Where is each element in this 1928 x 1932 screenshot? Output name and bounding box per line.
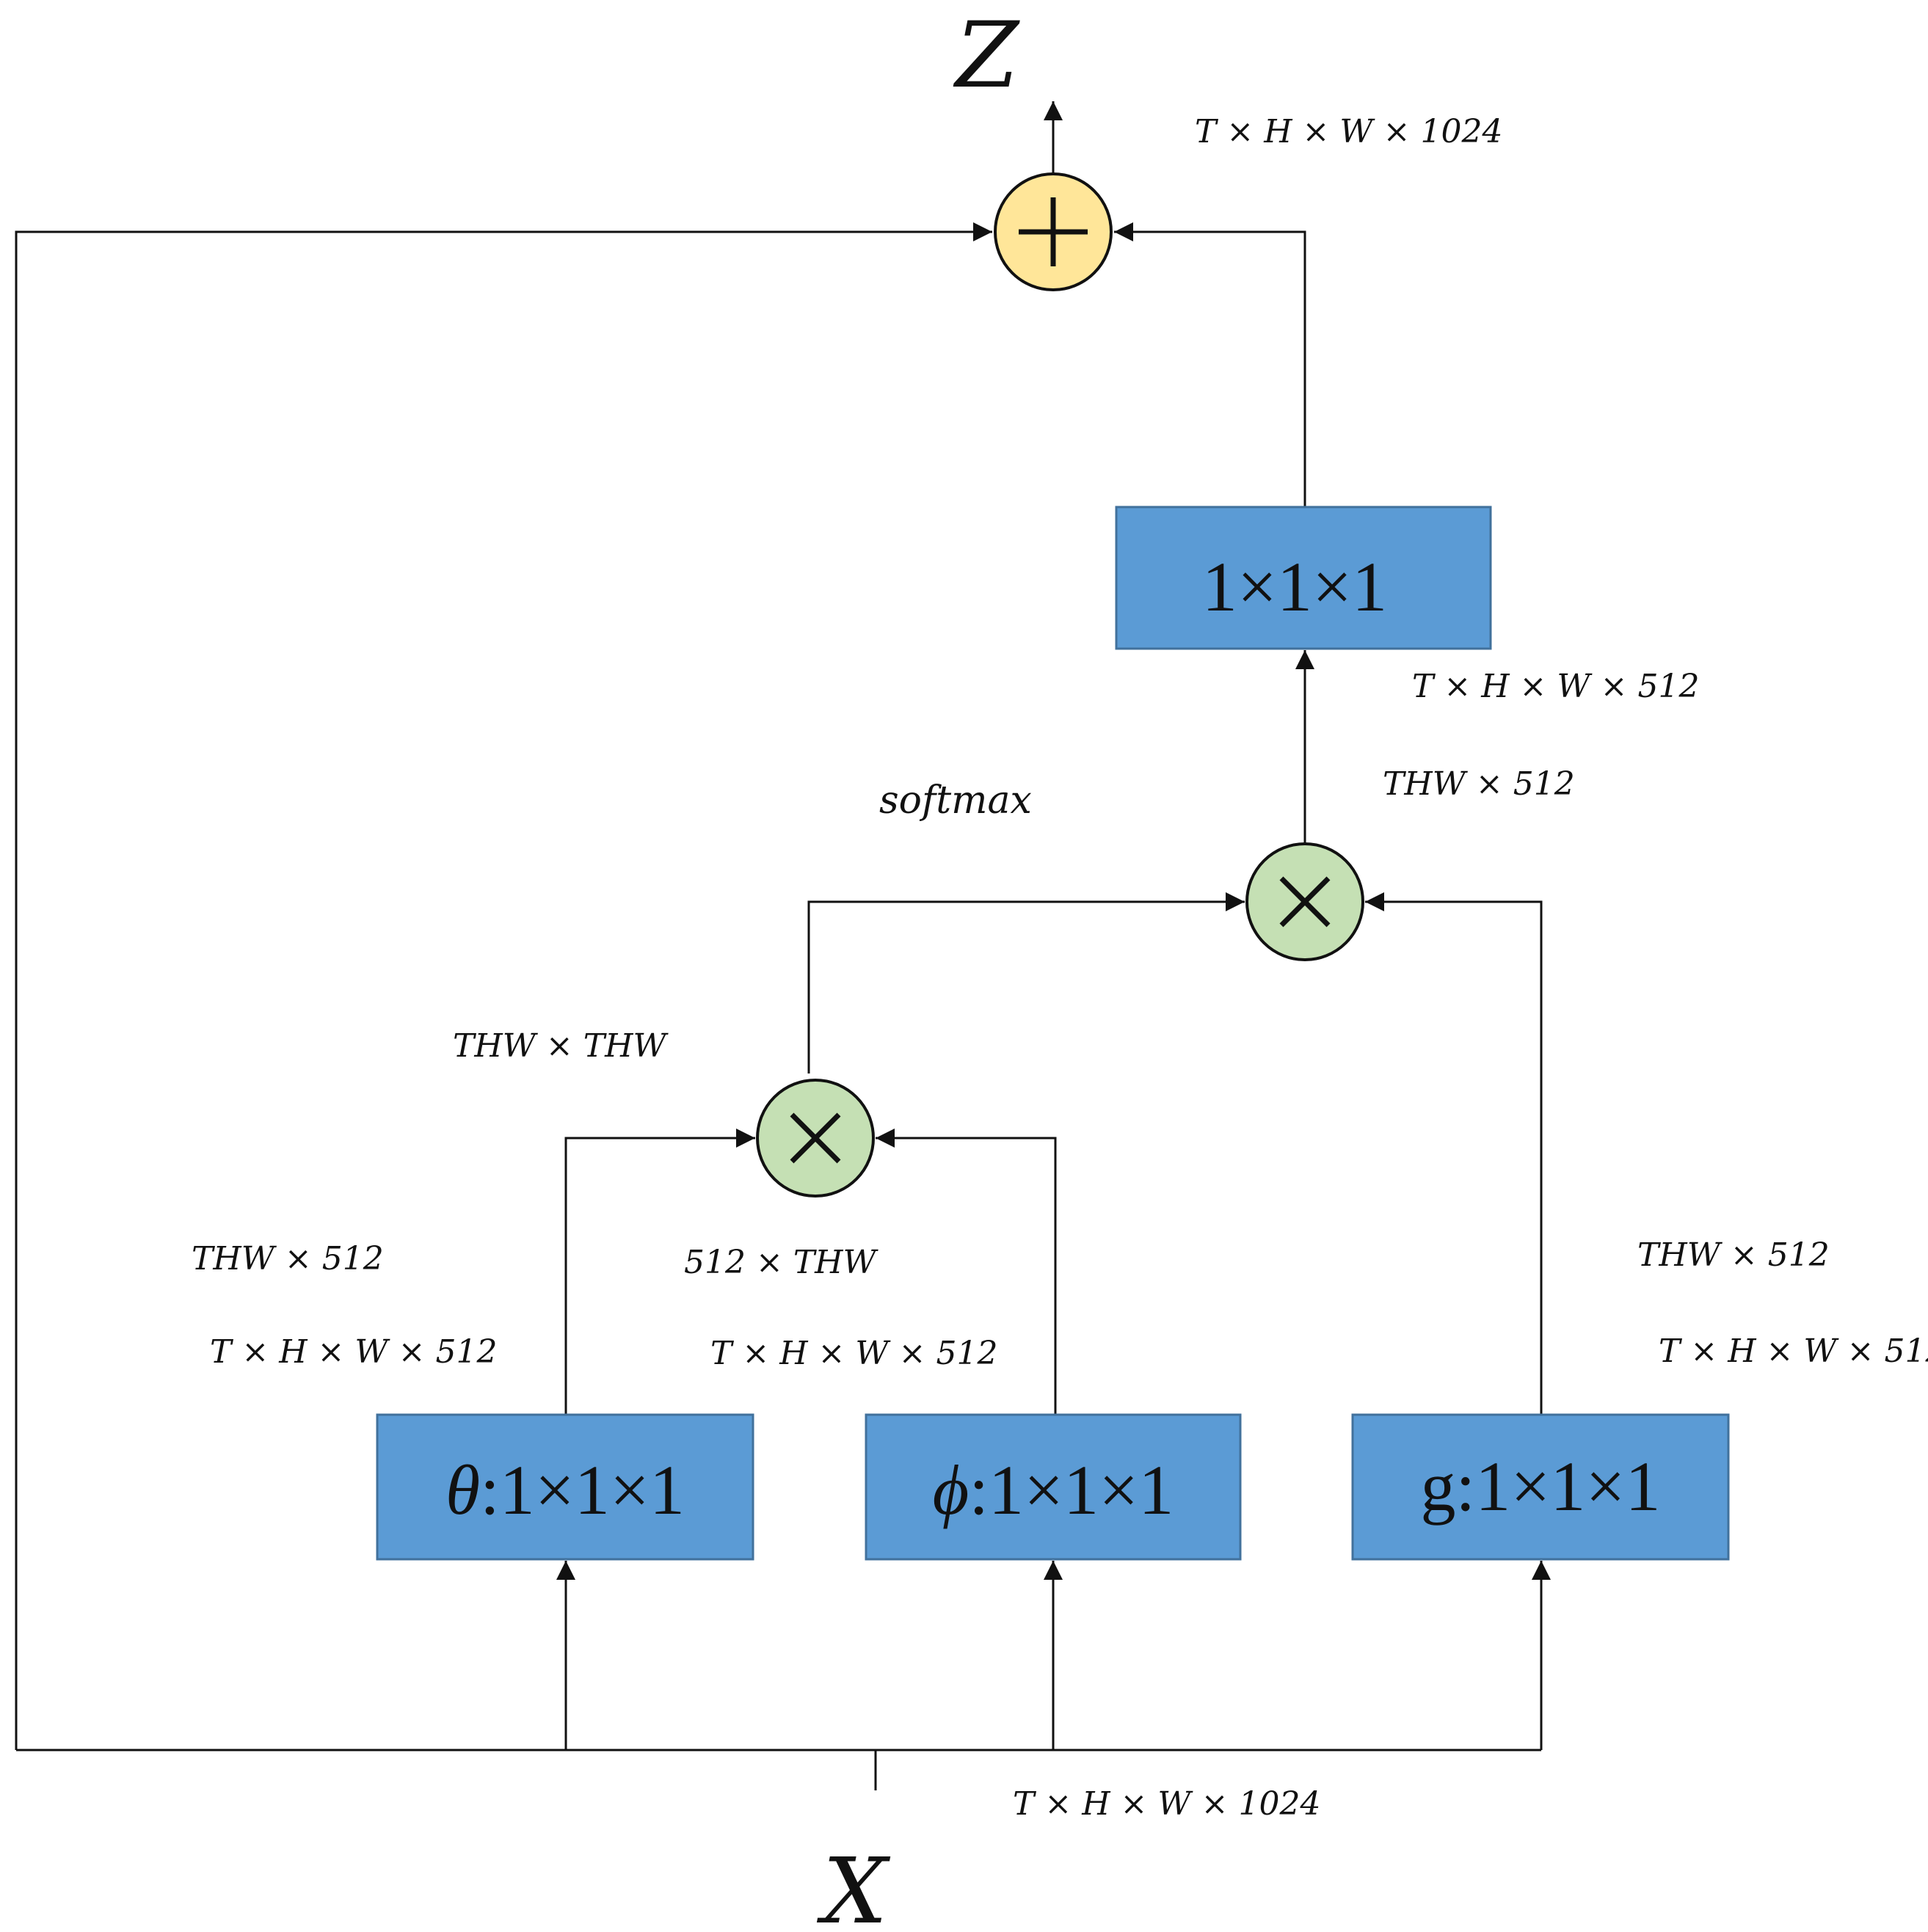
g-conv-label: g:1×1×1 — [1421, 1447, 1661, 1525]
out-conv-input-dim-label: T × H × W × 512 — [1412, 668, 1699, 705]
phi-dim-label: T × H × W × 512 — [710, 1335, 997, 1372]
phi-symbol: ϕ — [933, 1451, 970, 1529]
input-variable-label: X — [817, 1839, 891, 1932]
theta-conv-label: θ:1×1×1 — [445, 1451, 685, 1529]
phi-conv-box: ϕ:1×1×1 — [865, 1413, 1242, 1561]
output-conv-label: 1×1×1 — [1202, 547, 1387, 626]
output-conv-rect — [1115, 506, 1492, 650]
connections — [15, 101, 1551, 1790]
theta-conv-rect — [376, 1413, 754, 1561]
multiply-node-aggregate — [1245, 842, 1364, 961]
add-node — [994, 172, 1113, 291]
g-conv-rect — [1351, 1413, 1730, 1561]
phi-conv-label: ϕ:1×1×1 — [933, 1451, 1174, 1529]
g-to-mult2-arrow — [1365, 892, 1543, 1414]
theta-kernel: :1×1×1 — [480, 1451, 685, 1529]
phi-kernel: :1×1×1 — [969, 1451, 1174, 1529]
plus-icon — [1019, 197, 1088, 266]
g-flat-dim-label: THW × 512 — [1637, 1236, 1830, 1274]
times-icon — [790, 1112, 841, 1164]
affinity-dim-label: THW × THW — [453, 1027, 669, 1065]
g-conv-box: g:1×1×1 — [1351, 1413, 1730, 1561]
theta-to-mult1-arrow — [564, 1129, 755, 1414]
phi-flat-dim-label: 512 × THW — [684, 1244, 879, 1281]
g-kernel: :1×1×1 — [1456, 1447, 1661, 1525]
theta-dim-label: T × H × W × 512 — [210, 1333, 497, 1371]
theta-conv-box: θ:1×1×1 — [376, 1413, 754, 1561]
attention-result-dim-label: THW × 512 — [1383, 765, 1575, 803]
g-symbol: g — [1421, 1447, 1456, 1525]
output-dim-label: T × H × W × 1024 — [1195, 113, 1502, 150]
mult1-to-mult2-arrow — [807, 892, 1245, 1073]
theta-flat-dim-label: THW × 512 — [192, 1240, 384, 1277]
input-dim-label: T × H × W × 1024 — [1013, 1785, 1320, 1823]
phi-conv-rect — [865, 1413, 1242, 1561]
multiply-node-affinity — [756, 1079, 875, 1198]
theta-symbol: θ — [445, 1451, 480, 1529]
softmax-label: softmax — [879, 779, 1032, 823]
times-icon — [1279, 876, 1331, 927]
output-variable-label: Z — [953, 3, 1020, 109]
residual-connection-line — [15, 222, 992, 1750]
out-conv-to-add-arrow — [1114, 222, 1306, 506]
phi-to-mult1-arrow — [876, 1129, 1057, 1414]
output-conv-box: 1×1×1 — [1115, 506, 1492, 650]
g-dim-label: T × H × W × 512 — [1659, 1333, 1928, 1370]
